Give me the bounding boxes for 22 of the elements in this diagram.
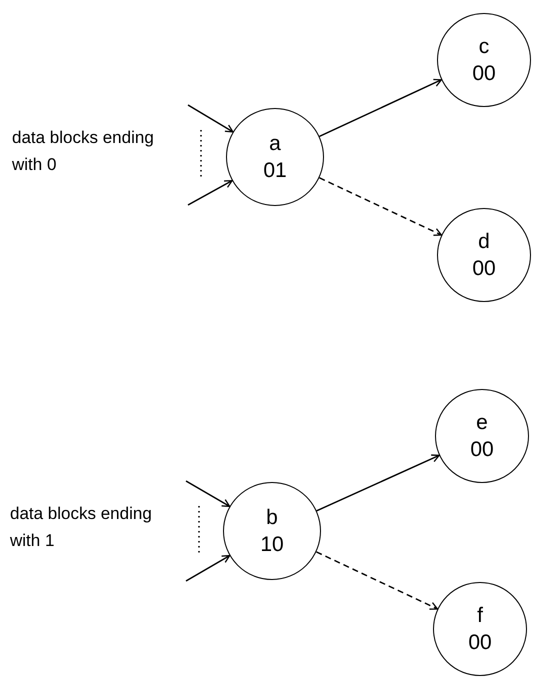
arrow (319, 177, 442, 236)
arrow (188, 180, 233, 206)
node-name: d (478, 228, 490, 255)
group-label: data blocks ending with 1 (10, 503, 153, 552)
node-name: f (477, 602, 483, 629)
node-name: e (476, 410, 488, 436)
node-value: 00 (472, 61, 496, 87)
node-name: c (478, 34, 490, 60)
arrow (186, 480, 230, 507)
group-label: data blocks ending with 0 (12, 127, 155, 176)
arrow (186, 555, 230, 582)
node-name: a (269, 130, 281, 157)
node-value: 00 (470, 437, 494, 463)
arrow (316, 551, 438, 610)
node-value: 10 (260, 532, 284, 558)
arrow (319, 78, 442, 137)
node-value: 01 (263, 158, 287, 184)
node-value: 00 (472, 256, 496, 282)
arrow (188, 104, 234, 132)
node-name: b (266, 504, 278, 531)
arrow (316, 454, 440, 512)
node-value: 00 (468, 630, 492, 656)
